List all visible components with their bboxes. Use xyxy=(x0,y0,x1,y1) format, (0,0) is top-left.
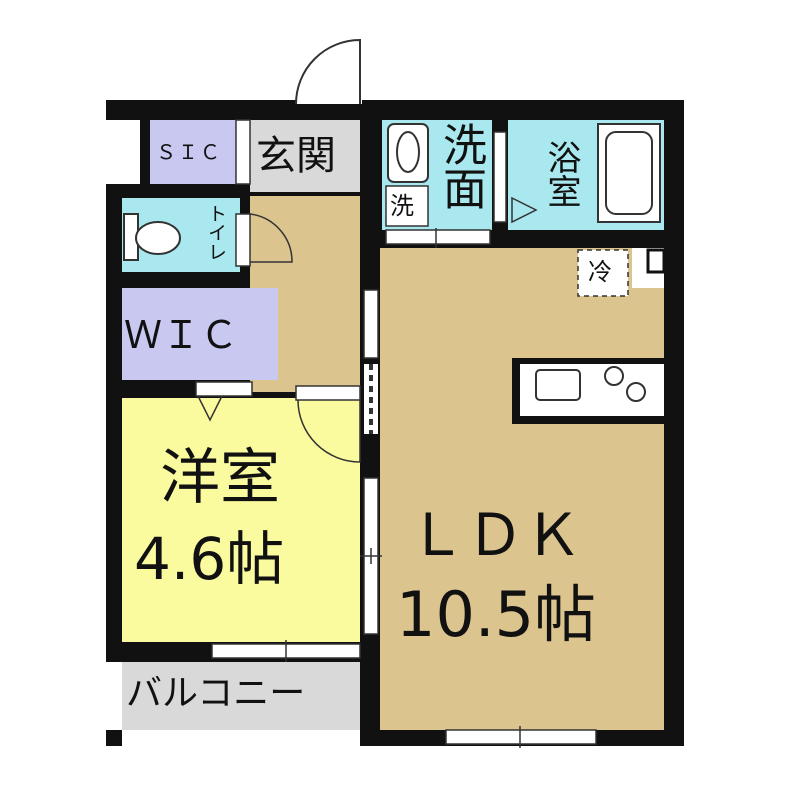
western-door-swing xyxy=(297,399,361,463)
balcony-opening xyxy=(106,662,122,730)
washer-space xyxy=(385,185,429,227)
toilet-bowl xyxy=(135,221,181,255)
sic-left-strip xyxy=(122,120,140,184)
bath-tub-inner xyxy=(605,131,653,215)
bath-label: 浴室 xyxy=(541,140,581,208)
genkan-area xyxy=(250,120,360,192)
fridge-label: 冷 xyxy=(588,258,612,286)
western-door xyxy=(295,385,361,401)
stove-burner-2 xyxy=(626,382,646,402)
washbasin-bowl xyxy=(396,131,420,173)
sic-label: ＳＩＣ xyxy=(156,140,222,164)
western-room xyxy=(122,398,360,642)
ldk-size: 10.5帖 xyxy=(396,578,597,651)
washroom-door xyxy=(385,229,491,245)
bath-door xyxy=(493,131,507,223)
ldk-pillar xyxy=(646,248,666,274)
stove-burner-1 xyxy=(604,366,624,386)
balcony-area xyxy=(122,662,360,730)
balcony-bottom-white xyxy=(122,730,360,746)
ldk-hall-opening xyxy=(363,289,379,359)
bath-door-mark xyxy=(511,196,538,224)
entrance-door-swing xyxy=(295,38,361,105)
toilet-label: トイレ xyxy=(205,204,227,261)
balcony-label: バルコニー xyxy=(126,673,306,714)
washer-label: 洗 xyxy=(390,192,414,220)
toilet-door-swing xyxy=(249,213,293,263)
sic-room xyxy=(150,120,236,184)
sink xyxy=(535,369,581,401)
ldk-room xyxy=(380,248,664,730)
washroom-label: 洗面 xyxy=(435,122,486,210)
wic-label: ＷＩＣ xyxy=(124,313,239,357)
toilet-door xyxy=(235,213,251,267)
genkan-label: 玄関 xyxy=(256,133,336,179)
wic-door-mark xyxy=(197,395,223,422)
western-size: 4.6帖 xyxy=(134,525,285,593)
sic-wall-gap xyxy=(106,120,122,184)
wic-room xyxy=(122,288,278,380)
ldk-label: ＬＤＫ xyxy=(408,501,583,569)
genkan-step xyxy=(235,119,251,185)
wic-door xyxy=(195,381,253,397)
western-label: 洋室 xyxy=(160,443,280,513)
ldk-window xyxy=(445,729,597,745)
fridge-space xyxy=(577,249,629,297)
